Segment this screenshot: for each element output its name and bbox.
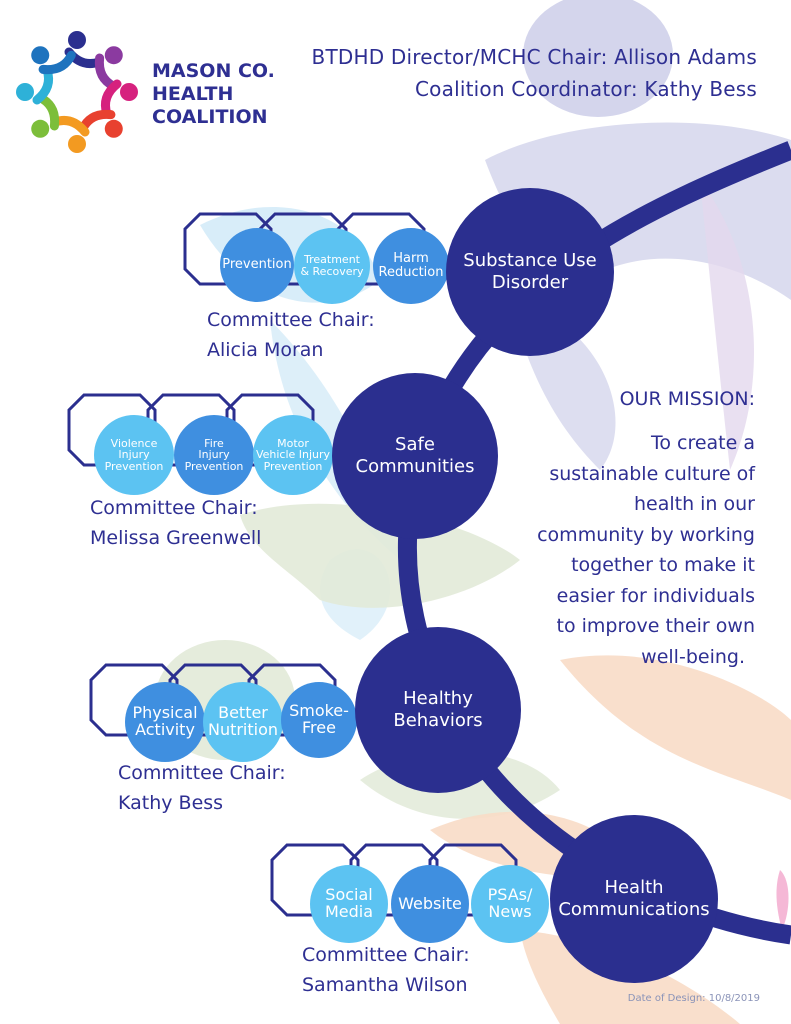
area-label-line: Injury <box>198 448 230 462</box>
mission-line: sustainable culture of <box>549 462 755 485</box>
area-label-line: PSAs/ <box>487 885 533 905</box>
committee-name-line: Communications <box>558 899 710 920</box>
coordinator-line: Coalition Coordinator: Kathy Bess <box>415 77 757 101</box>
area-label-line: Motor <box>277 436 309 450</box>
committee-name-line: Disorder <box>491 272 569 293</box>
area-label-line: Prevention <box>222 257 292 273</box>
committee-name-line: Communities <box>355 456 475 477</box>
area-label-line: Physical <box>132 703 198 723</box>
area-smoke-free: Smoke- Free <box>281 682 357 758</box>
committee-name-line: Substance Use <box>463 250 597 271</box>
coalition-logo-icon <box>16 31 138 153</box>
committee-healthy-behaviors: Healthy Behaviors <box>355 627 521 793</box>
area-label-line: Media <box>324 902 374 921</box>
chair-name: Kathy Bess <box>118 792 224 814</box>
mission-heading: OUR MISSION: <box>619 388 755 410</box>
committee-health-communications: Health Communications <box>550 815 718 983</box>
area-motor-vehicle-injury-prevention: Motor Vehicle Injury Prevention <box>253 415 333 495</box>
chair-label: Committee Chair: <box>207 309 375 331</box>
area-psas-news: PSAs/ News <box>471 865 549 943</box>
area-label-line: Free <box>302 718 336 737</box>
mission-line: well-being. <box>641 645 745 668</box>
committee-safe-communities: Safe Communities <box>332 373 498 539</box>
logo-line-1: MASON CO. <box>152 60 275 82</box>
area-label-line: Better <box>218 703 268 723</box>
chair-label: Committee Chair: <box>90 497 258 519</box>
area-harm-reduction: Harm Reduction <box>373 228 449 304</box>
logo-wordmark: MASON CO. HEALTH COALITION <box>152 60 275 129</box>
area-label-line: Treatment <box>304 253 360 267</box>
director-line: BTDHD Director/MCHC Chair: Allison Adams <box>311 45 757 69</box>
area-label-line: Reduction <box>378 265 444 280</box>
area-label-line: Nutrition <box>207 720 279 739</box>
chair-name: Melissa Greenwell <box>90 527 262 549</box>
logo-line-2: HEALTH <box>152 83 234 105</box>
committee-name-line: Healthy <box>403 688 473 709</box>
committee-name-line: Health <box>604 877 664 898</box>
area-label-line: Website <box>398 893 462 913</box>
committee-chair-2: Committee Chair: Melissa Greenwell <box>90 493 261 553</box>
background-shape-pink <box>776 870 789 930</box>
area-label-line: Smoke- <box>289 701 349 721</box>
area-label-line: Injury <box>118 448 150 462</box>
area-violence-injury-prevention: Violence Injury Prevention <box>94 415 174 495</box>
committee-name-line: Behaviors <box>393 710 483 731</box>
design-date: Date of Design: 10/8/2019 <box>627 993 760 1004</box>
area-fire-injury-prevention: Fire Injury Prevention <box>174 415 254 495</box>
committee-chair-3: Committee Chair: Kathy Bess <box>118 758 286 818</box>
area-label-line: Activity <box>135 720 195 739</box>
area-social-media: Social Media <box>310 865 388 943</box>
area-prevention: Prevention <box>220 228 294 302</box>
area-label-line: Prevention <box>104 459 164 473</box>
logo-line-3: COALITION <box>152 106 268 128</box>
area-treatment-recovery: Treatment & Recovery <box>294 228 370 304</box>
mission-line: community by working <box>537 523 755 546</box>
mission-statement: To create a sustainable culture of healt… <box>537 428 755 672</box>
mission-line: to improve their own <box>556 615 755 637</box>
area-label-line: & Recovery <box>300 265 364 278</box>
mission-line: easier for individuals <box>556 584 755 607</box>
area-label-line: Harm <box>393 251 429 267</box>
area-label-line: Violence <box>110 436 158 450</box>
committee-chair-1: Committee Chair: Alicia Moran <box>207 305 375 365</box>
area-label-line: Social <box>325 885 373 905</box>
area-label-line: Prevention <box>184 459 244 473</box>
chair-label: Committee Chair: <box>118 762 286 784</box>
committee-chair-4: Committee Chair: Samantha Wilson <box>302 940 470 1000</box>
area-label-line: Fire <box>204 436 224 450</box>
committee-name-line: Safe <box>395 434 435 455</box>
chair-name: Samantha Wilson <box>302 974 468 996</box>
area-label-line: Vehicle Injury <box>255 448 331 462</box>
area-label-line: Prevention <box>263 459 323 473</box>
committee-substance-use-disorder: Substance Use Disorder <box>446 188 614 356</box>
chair-name: Alicia Moran <box>207 339 324 361</box>
mission-line: together to make it <box>571 554 755 576</box>
mission-line: To create a <box>650 432 755 454</box>
area-label-line: News <box>488 902 532 921</box>
mission-line: health in our <box>633 493 755 515</box>
area-physical-activity: Physical Activity <box>125 682 205 762</box>
area-website: Website <box>391 865 469 943</box>
chair-label: Committee Chair: <box>302 944 470 966</box>
area-better-nutrition: Better Nutrition <box>203 682 283 762</box>
